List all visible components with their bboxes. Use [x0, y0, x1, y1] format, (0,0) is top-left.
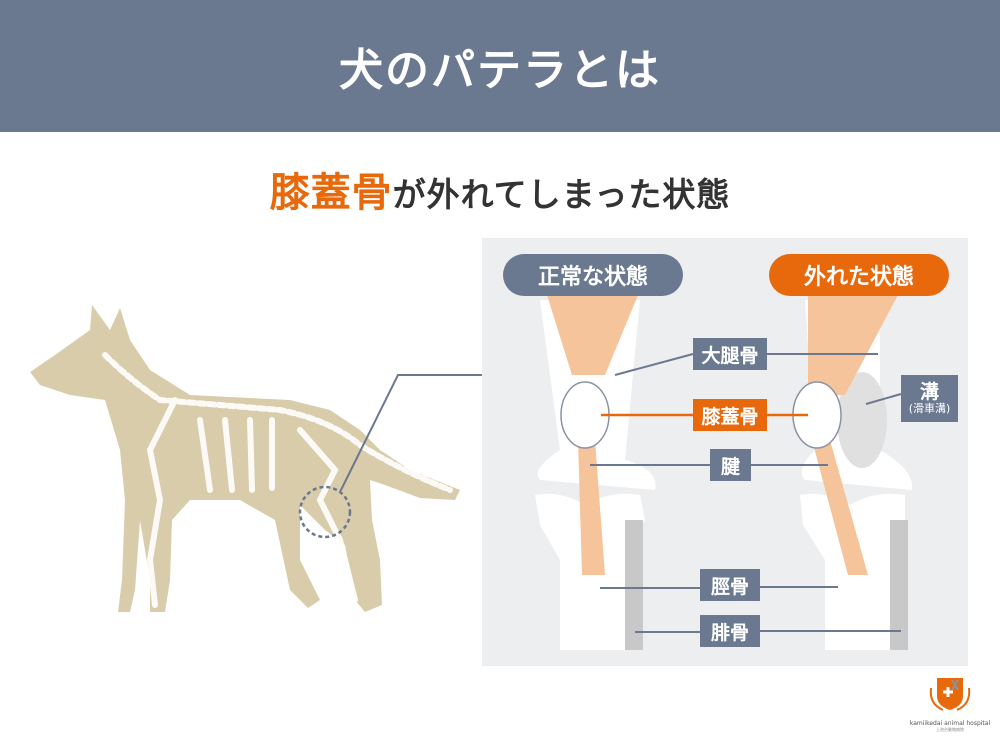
groove-shape	[837, 372, 887, 468]
dog-skeleton-illustration	[30, 305, 482, 612]
label-tibia: 脛骨	[700, 569, 760, 601]
label-groove: 溝 (滑車溝)	[901, 375, 958, 422]
hospital-logo: kamiikedai animal hospital 上池台動物病院	[900, 674, 1000, 733]
page-title: 犬のパテラとは	[339, 45, 661, 96]
logo-name-jp: 上池台動物病院	[936, 727, 964, 732]
label-femur: 大腿骨	[693, 338, 767, 370]
normal-knee	[535, 295, 656, 650]
header-banner: 犬のパテラとは	[0, 0, 1000, 132]
knee-highlight-circle	[298, 485, 352, 539]
subtitle: 膝蓋骨が外れてしまった状態	[0, 160, 1000, 218]
label-groove-sub: (滑車溝)	[908, 401, 951, 415]
label-fibula: 腓骨	[700, 615, 760, 647]
normal-state-pill: 正常な状態	[503, 254, 683, 296]
luxated-knee	[792, 295, 913, 650]
connector-line	[339, 374, 482, 493]
logo-emblem-icon	[929, 678, 971, 711]
label-groove-main: 溝	[919, 381, 939, 403]
label-tendon: 腱	[710, 449, 751, 481]
subtitle-rest: が外れてしまった状態	[392, 175, 731, 214]
logo-name-en: kamiikedai animal hospital	[909, 720, 991, 727]
label-patella: 膝蓋骨	[693, 399, 767, 431]
leader-lines	[590, 353, 902, 633]
subtitle-highlight: 膝蓋骨	[269, 170, 393, 216]
luxated-state-pill: 外れた状態	[769, 254, 949, 296]
